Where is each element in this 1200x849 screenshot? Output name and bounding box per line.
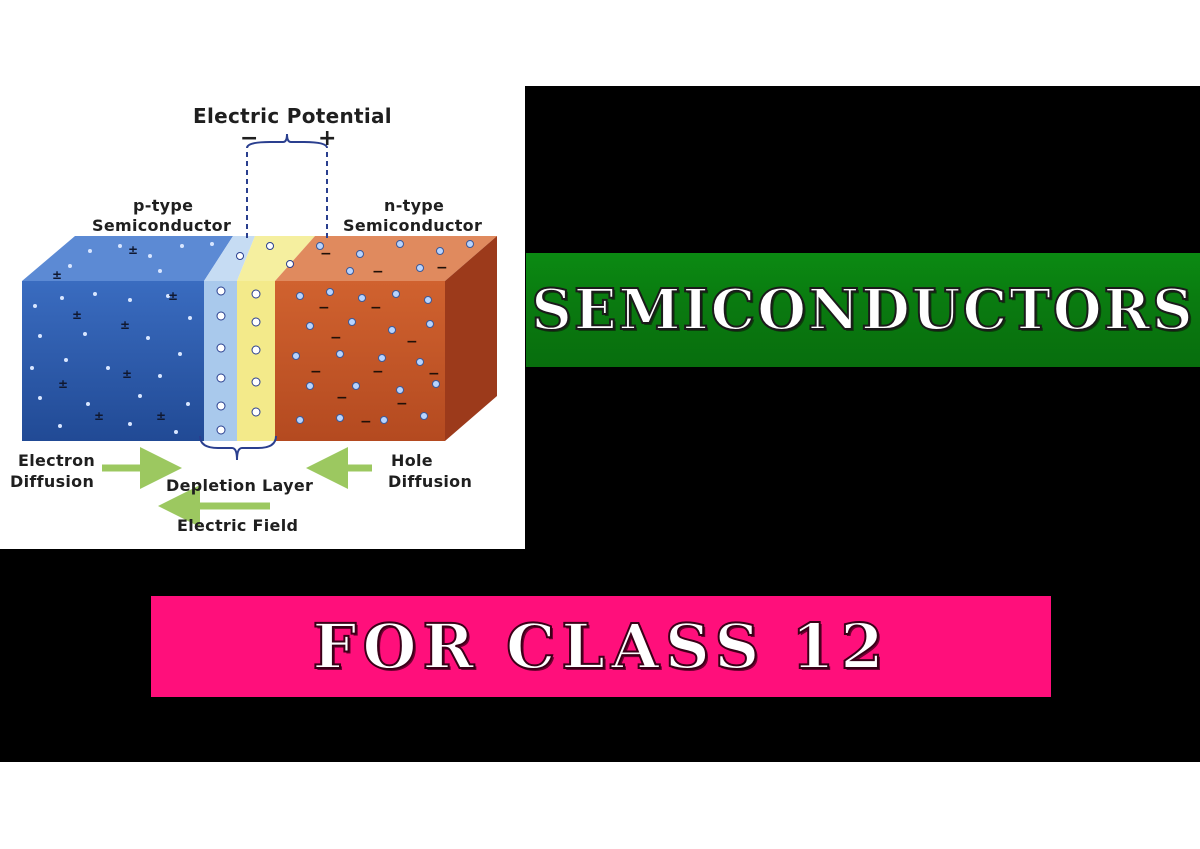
svg-text:±: ± <box>168 289 178 303</box>
p-type-label-line2: Semiconductor <box>92 216 232 235</box>
svg-text:±: ± <box>52 268 62 282</box>
svg-text:−: − <box>330 330 342 346</box>
depletion-front-n <box>237 281 275 441</box>
svg-text:−: − <box>360 414 372 430</box>
pn-junction-illustration: ±±±±±±±±± −−−−−−−−−−−−− <box>22 133 497 527</box>
depletion-layer-label: Depletion Layer <box>166 476 314 495</box>
svg-text:−: − <box>436 260 448 276</box>
potential-minus-sign: − <box>240 126 259 151</box>
depletion-top-p <box>204 236 255 281</box>
subtitle-word-number: 12 <box>790 609 890 684</box>
n-block-side <box>445 236 497 441</box>
electric-field-label: Electric Field <box>177 516 299 535</box>
svg-text:−: − <box>320 246 332 262</box>
svg-text:−: − <box>372 264 384 280</box>
electron-diffusion-label-line2: Diffusion <box>10 472 95 491</box>
electric-potential-label: Electric Potential <box>193 104 392 128</box>
p-block-particles <box>30 242 214 434</box>
n-block-ions: −−−−−−−−−−−−− <box>310 246 448 430</box>
p-block-front <box>22 281 204 441</box>
p-type-label-line1: p-type <box>133 196 194 215</box>
hole-diffusion-label-line2: Diffusion <box>388 472 473 491</box>
slide-background: ±±±±±±±±± −−−−−−−−−−−−− <box>0 86 1200 762</box>
n-block-particles <box>292 240 474 424</box>
svg-text:−: − <box>372 364 384 380</box>
svg-text:−: − <box>370 300 382 316</box>
svg-text:−: − <box>318 300 330 316</box>
n-type-label-line1: n-type <box>384 196 445 215</box>
n-block-top <box>275 236 497 281</box>
depletion-front-p <box>204 281 237 441</box>
subtitle-banner: FOR CLASS 12 <box>151 596 1051 697</box>
hole-diffusion-label-line1: Hole <box>391 451 433 470</box>
svg-text:−: − <box>396 396 408 412</box>
svg-text:±: ± <box>120 318 130 332</box>
svg-text:−: − <box>336 390 348 406</box>
svg-text:±: ± <box>156 409 166 423</box>
depletion-particles <box>216 242 294 435</box>
subtitle-word-for: FOR <box>311 609 481 684</box>
depletion-top-n <box>237 236 315 281</box>
title-banner: SEMICONDUCTORS <box>526 253 1200 367</box>
n-type-label-line2: Semiconductor <box>343 216 483 235</box>
subtitle-word-class: CLASS <box>505 609 766 684</box>
svg-text:±: ± <box>128 243 138 257</box>
svg-text:±: ± <box>72 308 82 322</box>
electron-diffusion-label-line1: Electron <box>18 451 96 470</box>
subtitle-text: FOR CLASS 12 <box>311 609 890 684</box>
svg-text:±: ± <box>58 377 68 391</box>
potential-plus-sign: + <box>318 126 337 151</box>
p-block-ions: ± ± ± ± ± ± ± ± ± <box>52 243 178 423</box>
svg-text:−: − <box>406 334 418 350</box>
p-block-top <box>22 236 233 281</box>
svg-text:±: ± <box>122 367 132 381</box>
page-title: SEMICONDUCTORS <box>530 276 1195 344</box>
svg-text:−: − <box>428 366 440 382</box>
pn-junction-diagram: ±±±±±±±±± −−−−−−−−−−−−− <box>0 86 525 549</box>
svg-text:−: − <box>310 364 322 380</box>
svg-text:±: ± <box>94 409 104 423</box>
